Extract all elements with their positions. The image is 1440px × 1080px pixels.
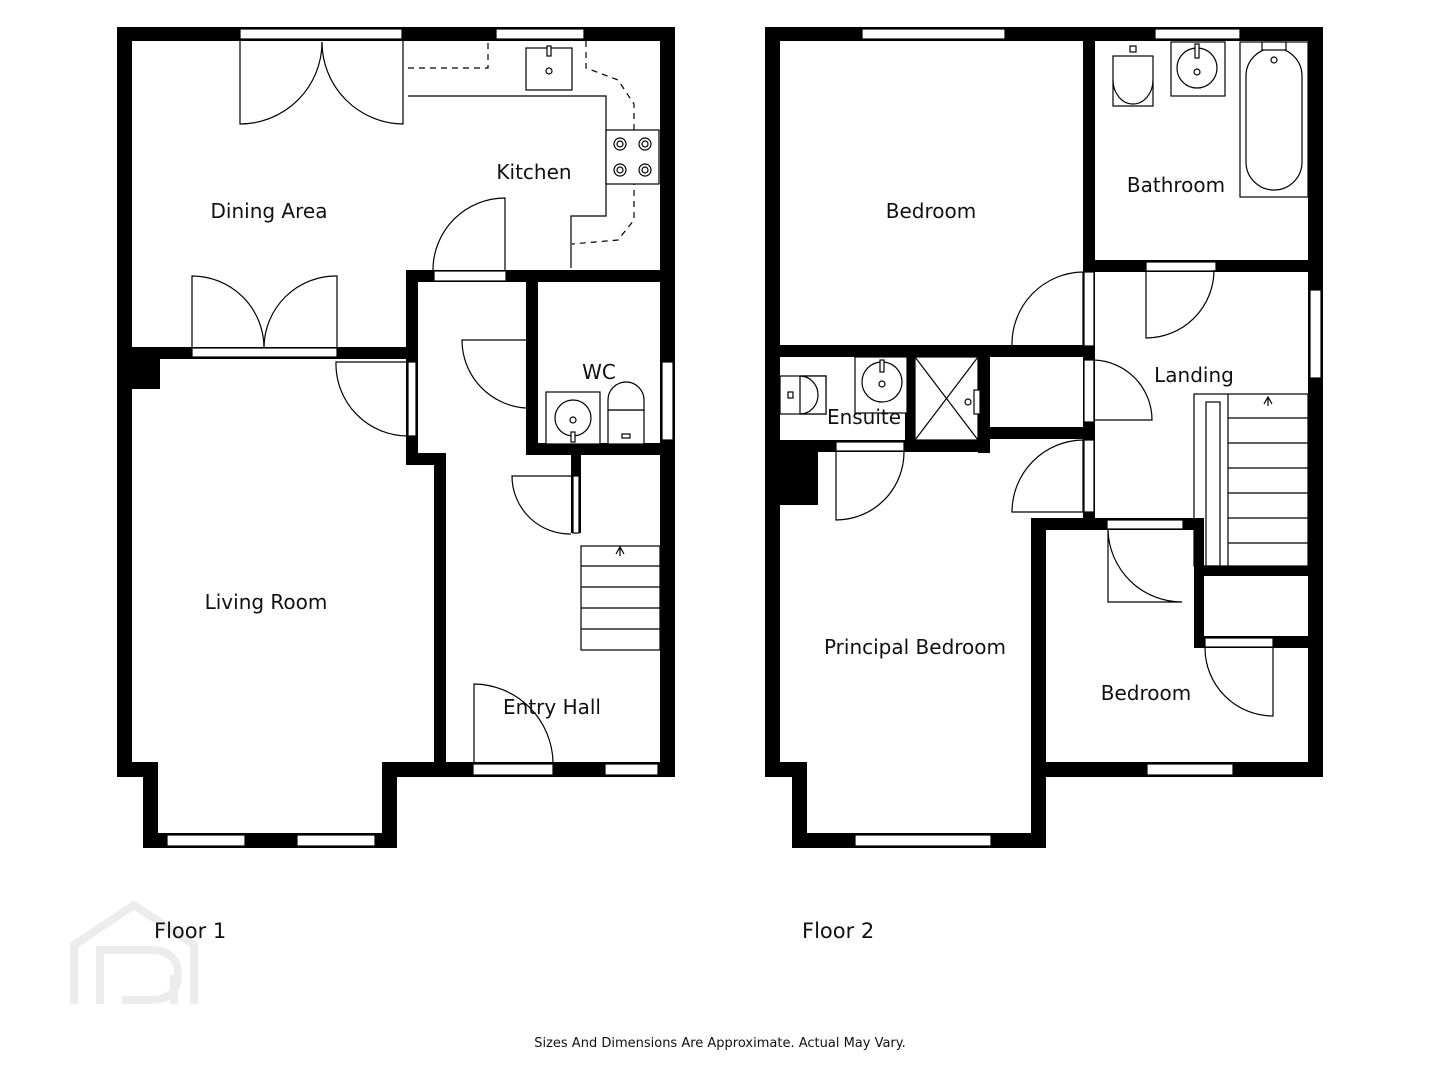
room-label-wc: WC [582, 360, 616, 384]
room-label-landing: Landing [1154, 363, 1234, 387]
room-label-ensuite: Ensuite [827, 405, 901, 429]
room-label-bathroom: Bathroom [1127, 173, 1225, 197]
floor-2-plan [765, 27, 1323, 848]
room-label-bedroom-top: Bedroom [886, 199, 976, 223]
disclaimer-text: Sizes And Dimensions Are Approximate. Ac… [534, 1036, 906, 1051]
room-label-entry-hall: Entry Hall [503, 695, 601, 719]
floor-1-label: Floor 1 [154, 919, 226, 943]
house-p-logo-icon [70, 900, 198, 1004]
room-label-kitchen: Kitchen [496, 160, 571, 184]
room-label-bedroom-small: Bedroom [1101, 681, 1191, 705]
room-label-dining-area: Dining Area [211, 199, 328, 223]
floor-1-plan [117, 27, 675, 848]
room-label-living-room: Living Room [205, 590, 328, 614]
floor-2-label: Floor 2 [802, 919, 874, 943]
room-label-principal-bedroom: Principal Bedroom [824, 635, 1006, 659]
